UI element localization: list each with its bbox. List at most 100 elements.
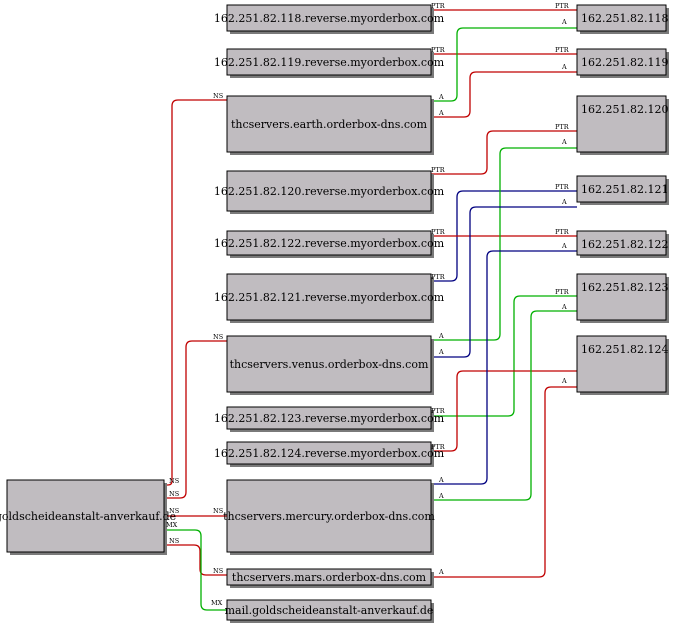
node-label: 162.251.82.118 bbox=[581, 12, 668, 25]
node-venus[interactable]: thcservers.venus.orderbox-dns.com bbox=[226, 335, 434, 395]
node-label: 162.251.82.119.reverse.myorderbox.com bbox=[214, 56, 445, 69]
node-label: thcservers.mars.orderbox-dns.com bbox=[232, 571, 427, 584]
node-box bbox=[576, 230, 667, 256]
edge-label-ns_earth-src: NS bbox=[169, 477, 179, 485]
edge-label-a_earth_119-dst: A bbox=[561, 63, 567, 71]
node-ip118[interactable]: 162.251.82.118 bbox=[576, 4, 669, 34]
edge-ptr123 bbox=[431, 295, 577, 417]
edge-label-ptr121-dst: PTR bbox=[555, 183, 570, 191]
edge-label-mx_mail-dst: MX bbox=[211, 599, 223, 607]
node-box bbox=[226, 406, 432, 430]
node-box bbox=[226, 568, 432, 586]
node-label: 162.251.82.120 bbox=[581, 103, 668, 116]
edge-label-ns_venus-dst: NS bbox=[213, 333, 223, 341]
edge-label-a_mars_124-src: A bbox=[438, 568, 444, 576]
node-earth[interactable]: thcservers.earth.orderbox-dns.com bbox=[226, 95, 434, 155]
edge-line-a_venus_121 bbox=[431, 206, 577, 358]
node-label: 162.251.82.123.reverse.myorderbox.com bbox=[214, 412, 445, 425]
node-label: 162.251.82.121.reverse.myorderbox.com bbox=[214, 291, 445, 304]
edge-line-ptr123 bbox=[431, 295, 577, 417]
edge-label-a_mercury_123-src: A bbox=[438, 492, 444, 500]
node-label: 162.251.82.119 bbox=[581, 56, 668, 69]
edge-label-ptr119-src: PTR bbox=[431, 46, 446, 54]
node-box bbox=[576, 95, 667, 153]
edge-line-ns_mars bbox=[164, 544, 227, 576]
node-ip124[interactable]: 162.251.82.124 bbox=[576, 335, 669, 395]
edge-line-a_earth_118 bbox=[431, 27, 577, 102]
node-box bbox=[226, 170, 432, 212]
edge-ptr120 bbox=[431, 130, 577, 175]
edge-label-a_venus_120-src: A bbox=[438, 332, 444, 340]
edge-line-a_mars_124 bbox=[431, 386, 577, 578]
node-box bbox=[576, 4, 667, 32]
node-box bbox=[226, 441, 432, 465]
edge-label-a_venus_121-src: A bbox=[438, 348, 444, 356]
node-mail[interactable]: mail.goldscheideanstalt-anverkauf.de bbox=[225, 599, 434, 623]
edge-ns_mars bbox=[164, 544, 227, 576]
edge-label-ptr120-dst: PTR bbox=[555, 123, 570, 131]
edge-line-a_mercury_122 bbox=[431, 250, 577, 485]
node-label: thcservers.venus.orderbox-dns.com bbox=[230, 358, 429, 371]
node-rev122[interactable]: 162.251.82.122.reverse.myorderbox.com bbox=[214, 230, 445, 258]
edge-label-ptr123-src: PTR bbox=[431, 407, 446, 415]
node-rev123[interactable]: 162.251.82.123.reverse.myorderbox.com bbox=[214, 406, 445, 432]
node-label: 162.251.82.122 bbox=[581, 238, 668, 251]
node-rev119[interactable]: 162.251.82.119.reverse.myorderbox.com bbox=[214, 48, 445, 78]
node-box bbox=[576, 48, 667, 76]
edge-line-mx_mail bbox=[164, 529, 227, 611]
edge-label-ptr122-dst: PTR bbox=[555, 228, 570, 236]
node-box bbox=[226, 273, 432, 321]
node-box bbox=[226, 479, 432, 553]
node-label: 162.251.82.118.reverse.myorderbox.com bbox=[214, 12, 445, 25]
edge-ptr124 bbox=[431, 370, 577, 452]
node-mars[interactable]: thcservers.mars.orderbox-dns.com bbox=[226, 568, 434, 588]
node-rev120[interactable]: 162.251.82.120.reverse.myorderbox.com bbox=[214, 170, 445, 214]
edge-line-ptr120 bbox=[431, 130, 577, 175]
edge-label-ptr124-src: PTR bbox=[431, 443, 446, 451]
edge-label-a_earth_118-src: A bbox=[438, 93, 444, 101]
edge-ns_venus bbox=[164, 340, 227, 499]
node-ip122[interactable]: 162.251.82.122 bbox=[576, 230, 669, 258]
node-ip123[interactable]: 162.251.82.123 bbox=[576, 273, 669, 323]
node-domain[interactable]: goldscheideanstalt-anverkauf.de bbox=[0, 479, 176, 555]
node-rev118[interactable]: 162.251.82.118.reverse.myorderbox.com bbox=[214, 4, 445, 34]
edge-label-a_earth_119-src: A bbox=[438, 109, 444, 117]
node-box bbox=[226, 230, 432, 256]
edge-label-ptr121-src: PTR bbox=[431, 273, 446, 281]
edge-label-a_mercury_123-dst: A bbox=[561, 303, 567, 311]
edge-mx_mail bbox=[164, 529, 227, 611]
edge-label-mx_mail-src: MX bbox=[166, 521, 178, 529]
node-rev121[interactable]: 162.251.82.121.reverse.myorderbox.com bbox=[214, 273, 445, 323]
node-label: thcservers.mercury.orderbox-dns.com bbox=[223, 510, 435, 523]
edge-label-ptr118-src: PTR bbox=[431, 2, 446, 10]
node-ip120[interactable]: 162.251.82.120 bbox=[576, 95, 669, 155]
edge-label-a_mercury_122-dst: A bbox=[561, 242, 567, 250]
edge-label-ptr122-src: PTR bbox=[431, 228, 446, 236]
node-box bbox=[226, 599, 432, 621]
node-label: mail.goldscheideanstalt-anverkauf.de bbox=[225, 604, 434, 617]
node-label: 162.251.82.120.reverse.myorderbox.com bbox=[214, 185, 445, 198]
node-box bbox=[226, 48, 432, 76]
node-ip121[interactable]: 162.251.82.121 bbox=[576, 175, 669, 205]
edge-a_earth_118 bbox=[431, 27, 577, 102]
node-box bbox=[226, 4, 432, 32]
node-mercury[interactable]: thcservers.mercury.orderbox-dns.com bbox=[223, 479, 435, 555]
edge-ns_earth bbox=[164, 99, 227, 486]
node-label: 162.251.82.121 bbox=[581, 183, 668, 196]
edge-line-ns_earth bbox=[164, 99, 227, 486]
edge-label-a_mercury_122-src: A bbox=[438, 476, 444, 484]
edge-a_mercury_123 bbox=[431, 310, 577, 501]
edge-label-ns_venus-src: NS bbox=[169, 490, 179, 498]
edges-layer bbox=[164, 9, 577, 611]
node-label: 162.251.82.124 bbox=[581, 343, 668, 356]
edge-line-a_mercury_123 bbox=[431, 310, 577, 501]
node-box bbox=[226, 335, 432, 393]
node-rev124[interactable]: 162.251.82.124.reverse.myorderbox.com bbox=[214, 441, 445, 467]
node-label: 162.251.82.123 bbox=[581, 281, 668, 294]
edge-label-ns_mars-dst: NS bbox=[213, 567, 223, 575]
edge-label-ns_mars-src: NS bbox=[169, 537, 179, 545]
edge-a_mercury_122 bbox=[431, 250, 577, 485]
node-ip119[interactable]: 162.251.82.119 bbox=[576, 48, 669, 78]
